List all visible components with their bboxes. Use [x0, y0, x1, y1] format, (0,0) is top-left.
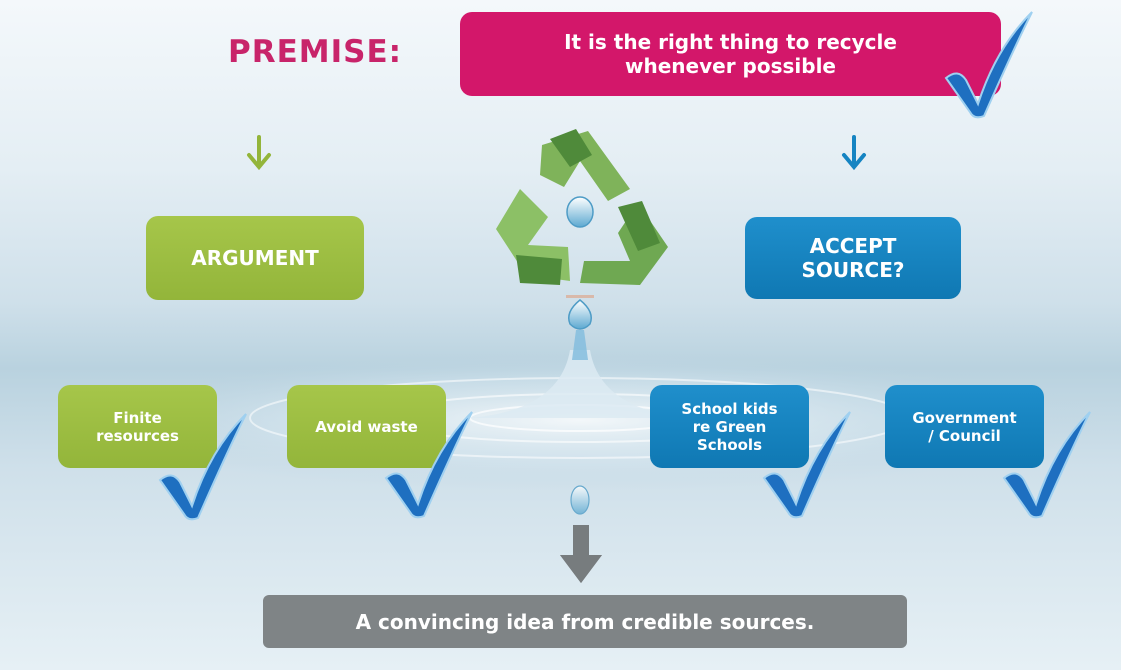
reason-avoid-waste: Avoid waste [287, 385, 446, 468]
arrow-down-icon [842, 135, 866, 171]
check-icon [1002, 411, 1091, 519]
premise-label: PREMISE: [228, 34, 403, 70]
reason-finite-resources: Finite resources [58, 385, 217, 468]
arrow-down-icon [247, 135, 271, 171]
check-icon [158, 413, 247, 521]
argument-box: ARGUMENT [146, 216, 364, 300]
check-icon [762, 411, 851, 519]
premise-statement-box: It is the right thing to recycle wheneve… [460, 12, 1001, 96]
conclusion-box: A convincing idea from credible sources. [263, 595, 907, 648]
check-icon [944, 11, 1033, 119]
source-school-kids: School kids re Green Schools [650, 385, 809, 468]
recycle-icon [496, 129, 668, 285]
arrow-down-icon [560, 525, 602, 583]
check-icon [384, 411, 473, 519]
accept-source-box: ACCEPT SOURCE? [745, 217, 961, 299]
source-government-council: Government / Council [885, 385, 1044, 468]
